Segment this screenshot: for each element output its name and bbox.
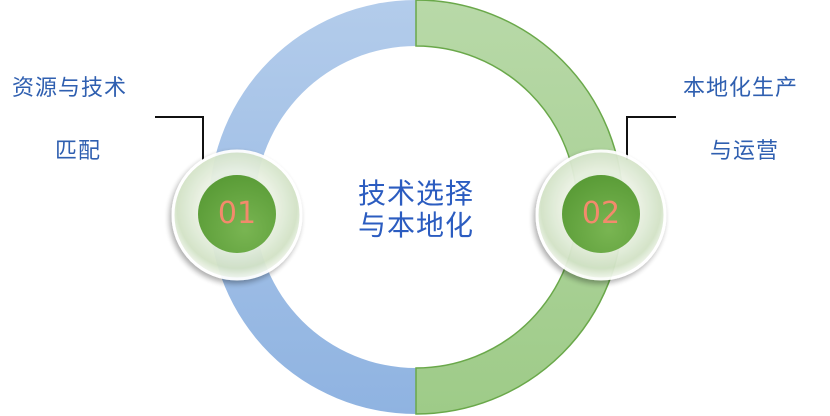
- step-badge-02: [535, 149, 667, 281]
- connector-line-left: [155, 116, 204, 160]
- step-number-02: 02: [581, 196, 621, 231]
- step-01-label-line1: 资源与技术: [12, 76, 128, 101]
- step-badge-01: [171, 149, 303, 281]
- connector-line-right: [626, 116, 676, 160]
- step-01-label-line2: 匹配: [55, 139, 102, 164]
- step-02-label-line2: 与运营: [710, 139, 780, 164]
- step-number-01: 01: [217, 196, 257, 231]
- center-title-line2: 与本地化: [357, 209, 474, 242]
- ring-right-half: [415, 0, 624, 415]
- step-02-label-line1: 本地化生产: [683, 76, 799, 101]
- center-title-line1: 技术选择: [357, 177, 474, 210]
- ring-left-half: [209, 0, 416, 414]
